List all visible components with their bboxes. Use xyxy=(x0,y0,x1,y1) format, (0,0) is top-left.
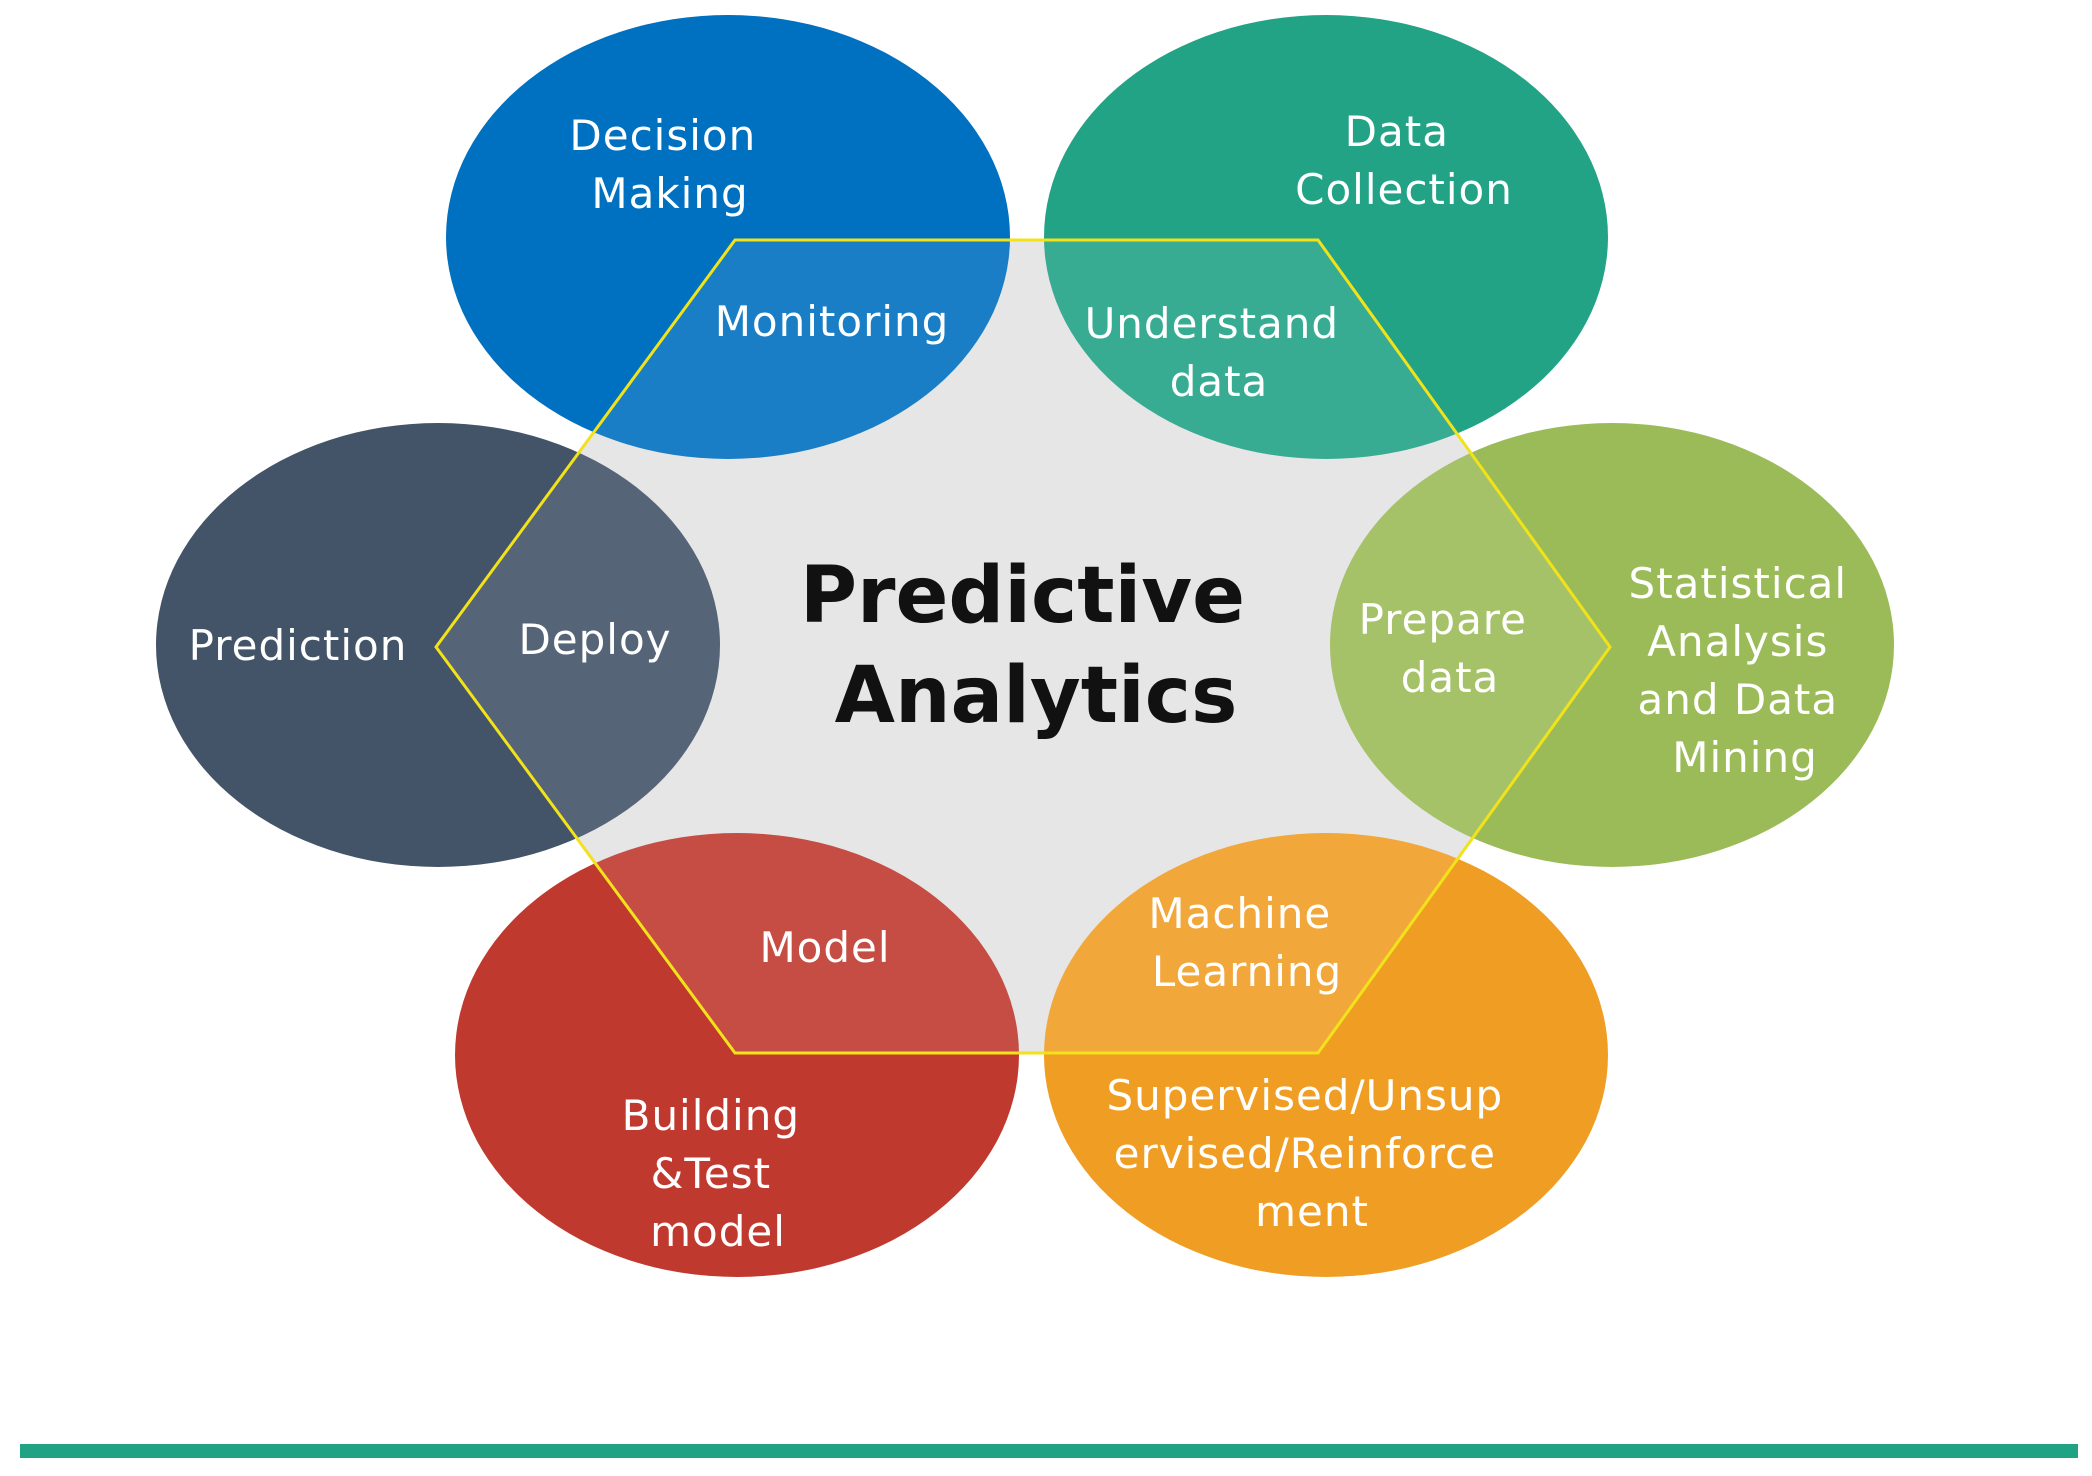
circle-decision-making xyxy=(446,15,1010,459)
label-data-collection: Data Collection xyxy=(1295,107,1513,214)
diagram-title: Predictive Analytics xyxy=(800,551,1272,741)
label-prepare-data: Prepare data xyxy=(1359,595,1542,702)
bottom-rule xyxy=(20,1444,2078,1458)
label-prediction: Prediction xyxy=(189,621,408,670)
label-machine-learning: Machine Learning xyxy=(1148,889,1345,996)
circle-data-collection xyxy=(1044,15,1608,459)
label-model: Model xyxy=(759,923,890,972)
label-supervised-learning: Supervised/Unsup ervised/Reinforce ment xyxy=(1107,1071,1518,1236)
title-line: Analytics xyxy=(835,651,1238,741)
hexagon-outline xyxy=(434,238,1612,1055)
circle-supervised-learning xyxy=(1044,833,1608,1277)
circle-statistical-analysis xyxy=(1330,423,1894,867)
label-building-test-model: Building &Test model xyxy=(622,1091,815,1256)
label-understand-data: Understand data xyxy=(1085,299,1354,406)
label-decision-making: Decision Making xyxy=(569,111,770,218)
label-monitoring: Monitoring xyxy=(715,297,950,346)
title-line: Predictive xyxy=(800,551,1245,641)
label-deploy: Deploy xyxy=(518,615,671,664)
label-statistical-analysis: Statistical Analysis and Data Mining xyxy=(1629,559,1862,782)
circle-building-test-model xyxy=(455,833,1019,1277)
